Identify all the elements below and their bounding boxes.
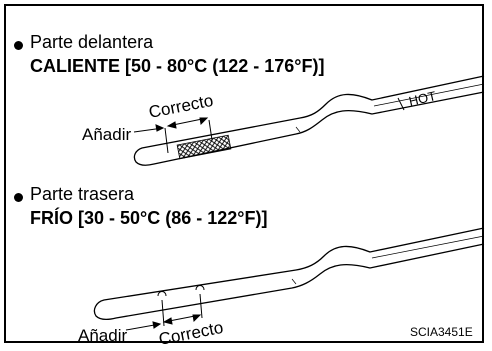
bullet-rear (14, 193, 23, 202)
front-title: Parte delantera (30, 32, 154, 52)
figure-code: SCIA3451E (410, 325, 473, 339)
front-dimension (133, 117, 213, 154)
hot-condition: CALIENTE [50 - 80°C (122 - 176°F)] (30, 56, 325, 76)
cold-condition: FRÍO [30 - 50°C (86 - 122°F)] (30, 208, 268, 228)
hot-mark: HOT (407, 88, 437, 109)
diagram-frame (4, 4, 484, 343)
rear-dipstick (93, 227, 485, 320)
front-dipstick (133, 75, 485, 166)
rear-add-label: Añadir (78, 326, 127, 345)
bullet-front (14, 41, 23, 50)
rear-title: Parte trasera (30, 184, 135, 204)
front-add-label: Añadir (82, 125, 131, 144)
crosshatch-range (176, 134, 232, 160)
front-correct-label: Correcto (147, 91, 215, 122)
rear-dimension (125, 293, 203, 331)
